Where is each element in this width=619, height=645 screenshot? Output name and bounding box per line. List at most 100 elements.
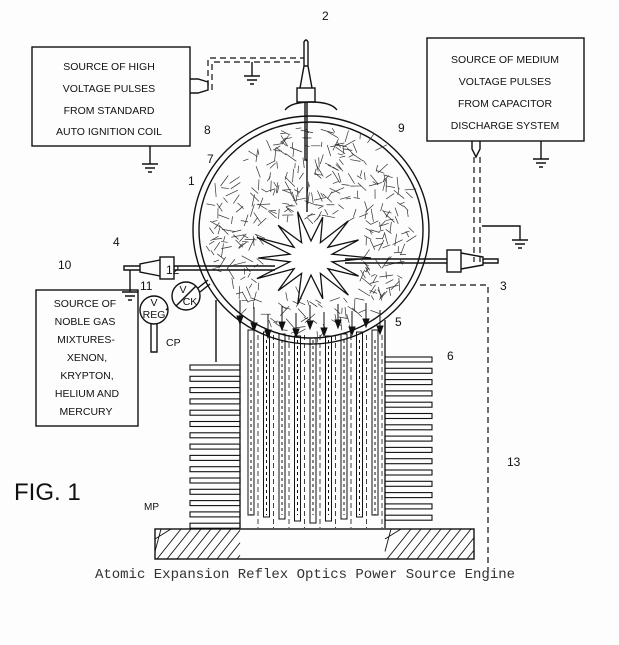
- top-boss: [284, 101, 338, 111]
- fiber: [404, 188, 417, 191]
- fiber: [354, 297, 365, 301]
- ref-1: 1: [188, 174, 195, 188]
- fiber: [342, 148, 353, 151]
- box-line: NOBLE GAS: [55, 316, 116, 328]
- fiber: [347, 305, 358, 313]
- fiber: [320, 192, 324, 198]
- fiber: [292, 168, 294, 183]
- fiber: [314, 159, 319, 172]
- fiber: [348, 154, 354, 158]
- electrode-left: [122, 256, 275, 301]
- fiber: [384, 262, 395, 267]
- fiber: [250, 192, 260, 202]
- fiber: [284, 137, 292, 140]
- fiber: [285, 153, 297, 162]
- fiber: [244, 238, 257, 241]
- fiber: [370, 174, 379, 185]
- fiber: [216, 253, 225, 260]
- fiber: [359, 213, 369, 218]
- fiber: [255, 166, 261, 178]
- mounting-plate: [154, 528, 475, 560]
- fiber: [241, 255, 254, 263]
- fiber: [370, 208, 374, 222]
- arrow: [334, 304, 342, 330]
- fin-right: [384, 503, 433, 510]
- ref-12: 12: [166, 263, 180, 277]
- fiber: [401, 230, 410, 235]
- fiber: [237, 202, 244, 210]
- fiber: [332, 170, 341, 183]
- optic-tube: [356, 331, 363, 518]
- fiber: [213, 241, 221, 251]
- box-line: XENON,: [67, 352, 107, 364]
- box-line: SOURCE OF HIGH: [63, 61, 155, 73]
- ref-13: 13: [507, 455, 521, 469]
- fiber: [406, 210, 409, 218]
- fin-left: [189, 387, 241, 394]
- cp-label: CP: [166, 337, 181, 349]
- fiber: [322, 193, 333, 203]
- ref-mp: MP: [144, 502, 159, 513]
- fiber: [361, 277, 373, 287]
- fiber: [370, 220, 379, 225]
- caption: Atomic Expansion Reflex Optics Power Sou…: [95, 567, 515, 583]
- fiber: [369, 280, 379, 284]
- line-13: [420, 284, 489, 578]
- fiber: [334, 314, 337, 320]
- wire-8-to-2: [207, 57, 304, 86]
- fiber: [230, 182, 241, 190]
- fiber: [257, 203, 268, 210]
- fiber: [330, 144, 340, 148]
- fiber: [317, 303, 323, 308]
- ref-7: 7: [207, 152, 214, 166]
- fiber: [292, 148, 295, 157]
- fiber: [240, 276, 246, 281]
- fiber: [318, 157, 320, 168]
- fiber: [243, 214, 249, 226]
- arrow: [278, 306, 286, 332]
- fiber: [380, 220, 386, 227]
- fiber: [286, 207, 294, 212]
- fiber: [268, 210, 277, 219]
- fin-right: [384, 367, 433, 374]
- fiber: [251, 187, 259, 194]
- hatch-line: [154, 528, 162, 552]
- fiber: [280, 132, 287, 134]
- fiber: [375, 165, 378, 172]
- fiber: [338, 204, 344, 210]
- hatch-line: [186, 528, 212, 560]
- fiber: [268, 172, 272, 180]
- fin-left: [189, 500, 241, 507]
- fiber: [289, 146, 303, 153]
- fiber: [327, 164, 339, 171]
- fiber: [290, 192, 298, 206]
- hatch-line: [446, 528, 472, 560]
- fiber: [214, 222, 220, 230]
- fiber: [272, 189, 276, 196]
- fiber: [383, 175, 386, 182]
- check-valve: V CK 12 CP: [165, 263, 211, 349]
- optic-tube: [340, 333, 348, 520]
- fiber: [285, 318, 296, 330]
- fiber: [235, 291, 243, 295]
- fiber: [266, 160, 276, 166]
- hatch-line: [406, 528, 432, 560]
- fiber: [293, 326, 306, 329]
- fiber: [214, 183, 217, 197]
- box-line: VOLTAGE PULSES: [459, 76, 551, 88]
- fiber: [375, 259, 382, 269]
- fiber: [248, 150, 258, 157]
- fiber: [266, 140, 272, 152]
- fiber: [364, 210, 367, 220]
- fiber: [377, 163, 388, 174]
- fin-right: [384, 458, 433, 465]
- fin-right: [384, 435, 433, 442]
- hatch-line: [166, 528, 192, 560]
- fin-left: [189, 522, 241, 529]
- fiber: [233, 194, 240, 204]
- fiber: [385, 229, 392, 234]
- fiber: [235, 239, 244, 248]
- fiber: [221, 228, 236, 232]
- fiber: [220, 241, 228, 243]
